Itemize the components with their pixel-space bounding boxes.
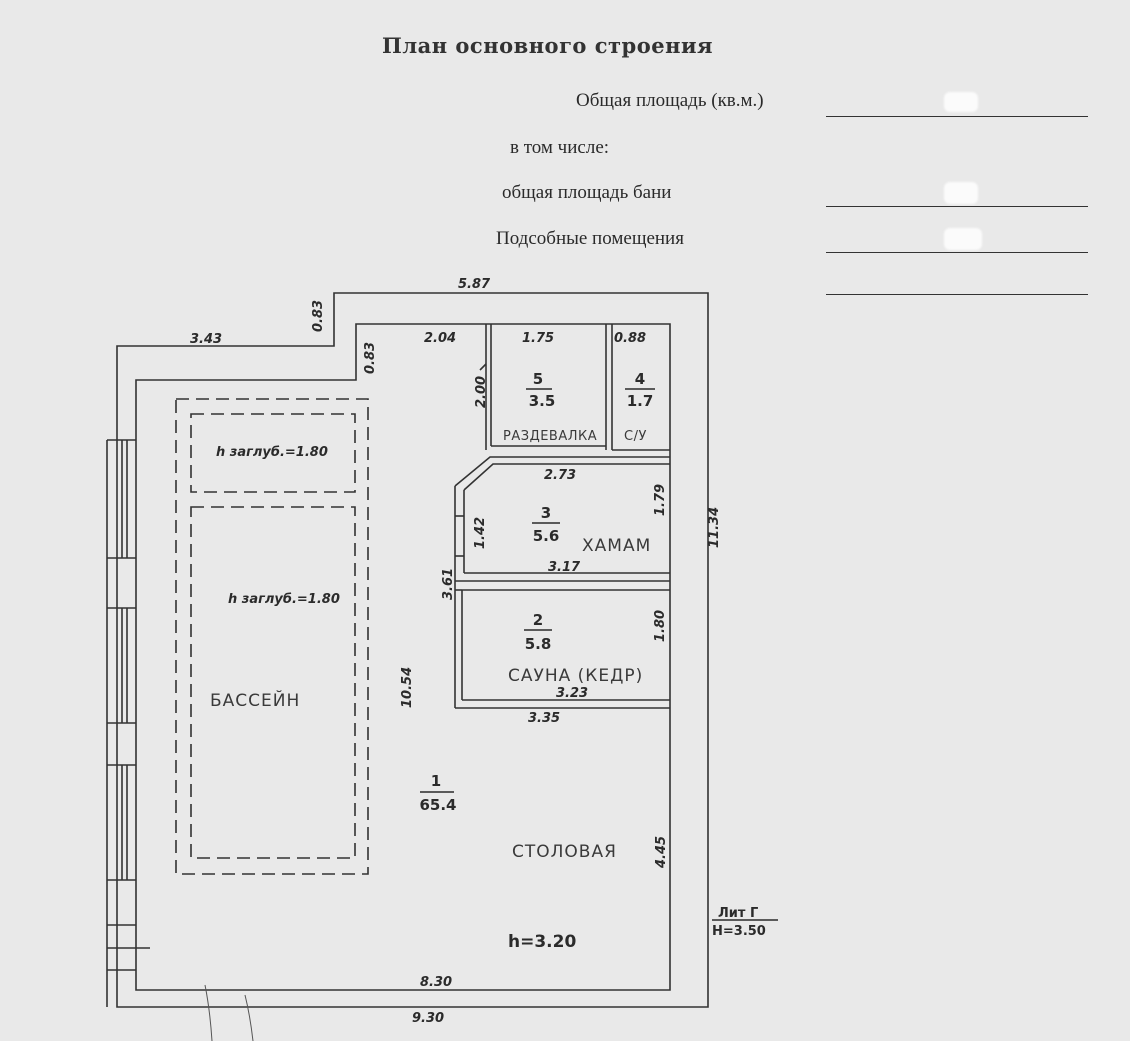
room-4-area: 1.7 bbox=[627, 392, 654, 410]
dim-room3-top: 2.73 bbox=[544, 468, 576, 483]
left-wall-windows bbox=[106, 439, 150, 1007]
dim-inner-left: 10.54 bbox=[400, 667, 415, 708]
pool-shallow-zone bbox=[190, 413, 356, 493]
outer-wall bbox=[116, 292, 709, 1008]
room-4-name: С/У bbox=[624, 429, 647, 444]
lit-height: H=3.50 bbox=[712, 924, 766, 939]
auxiliary-line bbox=[826, 252, 1088, 253]
redacted-value bbox=[944, 182, 978, 204]
dim-bottom-inner: 8.30 bbox=[420, 975, 452, 990]
pool-name: БАССЕЙН bbox=[210, 689, 300, 711]
auxiliary-label: Подсобные помещения bbox=[496, 228, 684, 249]
dim-step-inner: 0.83 bbox=[363, 342, 378, 374]
dim-room5-left: 2.00 bbox=[474, 376, 489, 408]
dim-room2-bottom: 3.23 bbox=[556, 686, 588, 701]
dim-room3-bottom: 3.17 bbox=[548, 560, 581, 575]
dim-corridor-top: 2.04 bbox=[424, 331, 456, 346]
total-area-line bbox=[826, 116, 1088, 117]
dim-block-left: 3.61 bbox=[441, 568, 456, 600]
room-1-number: 1 bbox=[431, 772, 441, 790]
pool-outer-outline bbox=[175, 398, 369, 875]
dim-room2-outer-bottom: 3.35 bbox=[528, 711, 560, 726]
door-tick bbox=[479, 363, 487, 371]
room-2-number: 2 bbox=[533, 611, 543, 629]
room-2-area: 5.8 bbox=[525, 635, 552, 653]
room-1-area: 65.4 bbox=[419, 796, 456, 814]
dim-room1-right: 4.45 bbox=[654, 836, 669, 869]
room-5-walls bbox=[485, 324, 670, 451]
dim-room3-left: 1.42 bbox=[473, 517, 488, 549]
room-4-number: 4 bbox=[635, 370, 645, 388]
pool-depth-main: h заглуб.=1.80 bbox=[228, 592, 340, 607]
pool-depth-top: h заглуб.=1.80 bbox=[216, 445, 328, 460]
room-3-number: 3 bbox=[541, 504, 551, 522]
dim-bottom-outer: 9.30 bbox=[412, 1011, 444, 1026]
dim-room3-right: 1.79 bbox=[653, 484, 668, 516]
room-5-name: РАЗДЕВАЛКА bbox=[503, 429, 597, 444]
total-area-label: Общая площадь (кв.м.) bbox=[576, 90, 764, 111]
dim-step-outer: 0.83 bbox=[311, 300, 326, 332]
room-5-number: 5 bbox=[533, 370, 543, 388]
inner-wall bbox=[135, 323, 671, 991]
blank-line bbox=[826, 294, 1088, 295]
dim-right: 11.34 bbox=[707, 507, 722, 548]
room-3-walls bbox=[454, 456, 670, 708]
room-3-area: 5.6 bbox=[533, 527, 560, 545]
lit-label: Лит Г bbox=[718, 906, 758, 921]
room-5-area: 3.5 bbox=[529, 392, 556, 410]
room-2-walls bbox=[455, 589, 670, 709]
bath-area-label: общая площадь бани bbox=[502, 182, 672, 203]
dim-left-top: 3.43 bbox=[190, 332, 222, 347]
redacted-value bbox=[944, 228, 982, 250]
room-1-name: СТОЛОВАЯ bbox=[512, 842, 617, 862]
dim-room2-right: 1.80 bbox=[653, 610, 668, 642]
dim-top: 5.87 bbox=[458, 277, 491, 292]
dim-room4-top: 0.88 bbox=[614, 331, 646, 346]
room-2-name: САУНА (КЕДР) bbox=[508, 666, 643, 686]
redacted-value bbox=[944, 92, 978, 112]
pool-main-zone bbox=[190, 506, 356, 859]
page-title: План основного строения bbox=[382, 33, 714, 58]
room-3-name: ХАМАМ bbox=[582, 536, 651, 556]
dim-room5-top: 1.75 bbox=[522, 331, 554, 346]
including-label: в том числе: bbox=[510, 137, 610, 158]
bath-area-line bbox=[826, 206, 1088, 207]
ceiling-height: h=3.20 bbox=[508, 932, 576, 952]
